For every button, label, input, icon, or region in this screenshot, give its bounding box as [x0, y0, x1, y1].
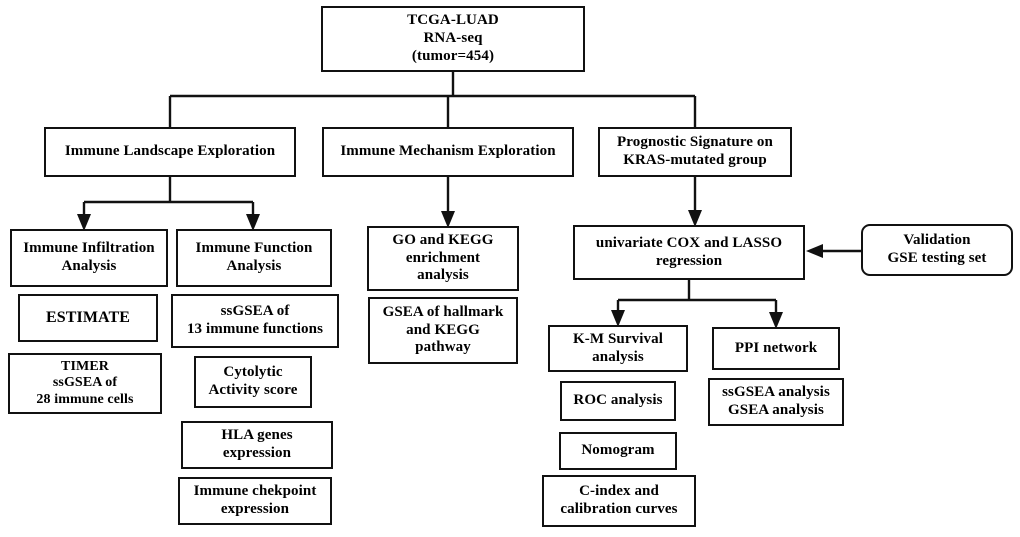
node-ppi-network[interactable]: PPI network [712, 327, 840, 370]
node-label: ESTIMATE [45, 308, 131, 326]
node-label: Immune Landscape Exploration [64, 143, 276, 160]
node-go-kegg-enrichment-analysis[interactable]: GO and KEGG enrichment analysis [367, 226, 519, 291]
node-label: Prognostic Signature on KRAS-mutated gro… [617, 134, 773, 168]
node-label: PPI network [734, 339, 818, 356]
node-c-index-calibration-curves[interactable]: C-index and calibration curves [542, 475, 696, 527]
node-cytolytic-activity-score[interactable]: Cytolytic Activity score [194, 356, 312, 408]
node-label: Validation GSE testing set [887, 232, 987, 266]
node-estimate[interactable]: ESTIMATE [18, 294, 158, 342]
node-label: univariate COX and LASSO regression [595, 234, 783, 269]
node-immune-mechanism-exploration[interactable]: Immune Mechanism Exploration [322, 127, 574, 177]
node-label: Cytolytic Activity score [208, 364, 298, 398]
node-validation-gse-testing-set[interactable]: Validation GSE testing set [861, 224, 1013, 276]
node-ssgsea-13-immune-functions[interactable]: ssGSEA of 13 immune functions [171, 294, 339, 348]
node-label: TCGA-LUAD RNA-seq (tumor=454) [407, 12, 499, 64]
node-label: Nomogram [581, 442, 655, 459]
node-label: ROC analysis [573, 392, 663, 409]
node-timer-ssgsea-28-immune-cells[interactable]: TIMER ssGSEA of 28 immune cells [8, 353, 162, 414]
node-label: Immune Mechanism Exploration [340, 143, 556, 160]
node-tcga-luad-root[interactable]: TCGA-LUAD RNA-seq (tumor=454) [321, 6, 585, 72]
arrowhead-cox-from-validation [806, 244, 823, 258]
node-label: GSEA of hallmark and KEGG pathway [382, 303, 504, 356]
node-label: HLA genes expression [221, 427, 293, 461]
node-label: ssGSEA analysis GSEA analysis [722, 384, 830, 418]
node-hla-genes-expression[interactable]: HLA genes expression [181, 421, 333, 469]
node-label: Immune Infiltration Analysis [23, 240, 155, 274]
node-roc-analysis[interactable]: ROC analysis [560, 381, 676, 421]
node-label: Immune chekpoint expression [193, 483, 317, 517]
node-immune-function-analysis[interactable]: Immune Function Analysis [176, 229, 332, 287]
node-label: TIMER ssGSEA of 28 immune cells [36, 358, 134, 407]
node-ssgsea-gsea-analysis[interactable]: ssGSEA analysis GSEA analysis [708, 378, 844, 426]
node-immune-checkpoint-expression[interactable]: Immune chekpoint expression [178, 477, 332, 525]
node-nomogram[interactable]: Nomogram [559, 432, 677, 470]
node-prognostic-signature-kras[interactable]: Prognostic Signature on KRAS-mutated gro… [598, 127, 792, 177]
node-label: ssGSEA of 13 immune functions [186, 303, 324, 337]
node-univariate-cox-lasso-regression[interactable]: univariate COX and LASSO regression [573, 225, 805, 280]
node-label: K-M Survival analysis [573, 330, 663, 365]
node-immune-infiltration-analysis[interactable]: Immune Infiltration Analysis [10, 229, 168, 287]
node-km-survival-analysis[interactable]: K-M Survival analysis [548, 325, 688, 372]
node-label: C-index and calibration curves [560, 483, 678, 517]
node-label: GO and KEGG enrichment analysis [392, 231, 494, 284]
node-gsea-hallmark-kegg-pathway[interactable]: GSEA of hallmark and KEGG pathway [368, 297, 518, 364]
node-immune-landscape-exploration[interactable]: Immune Landscape Exploration [44, 127, 296, 177]
node-label: Immune Function Analysis [195, 240, 313, 274]
